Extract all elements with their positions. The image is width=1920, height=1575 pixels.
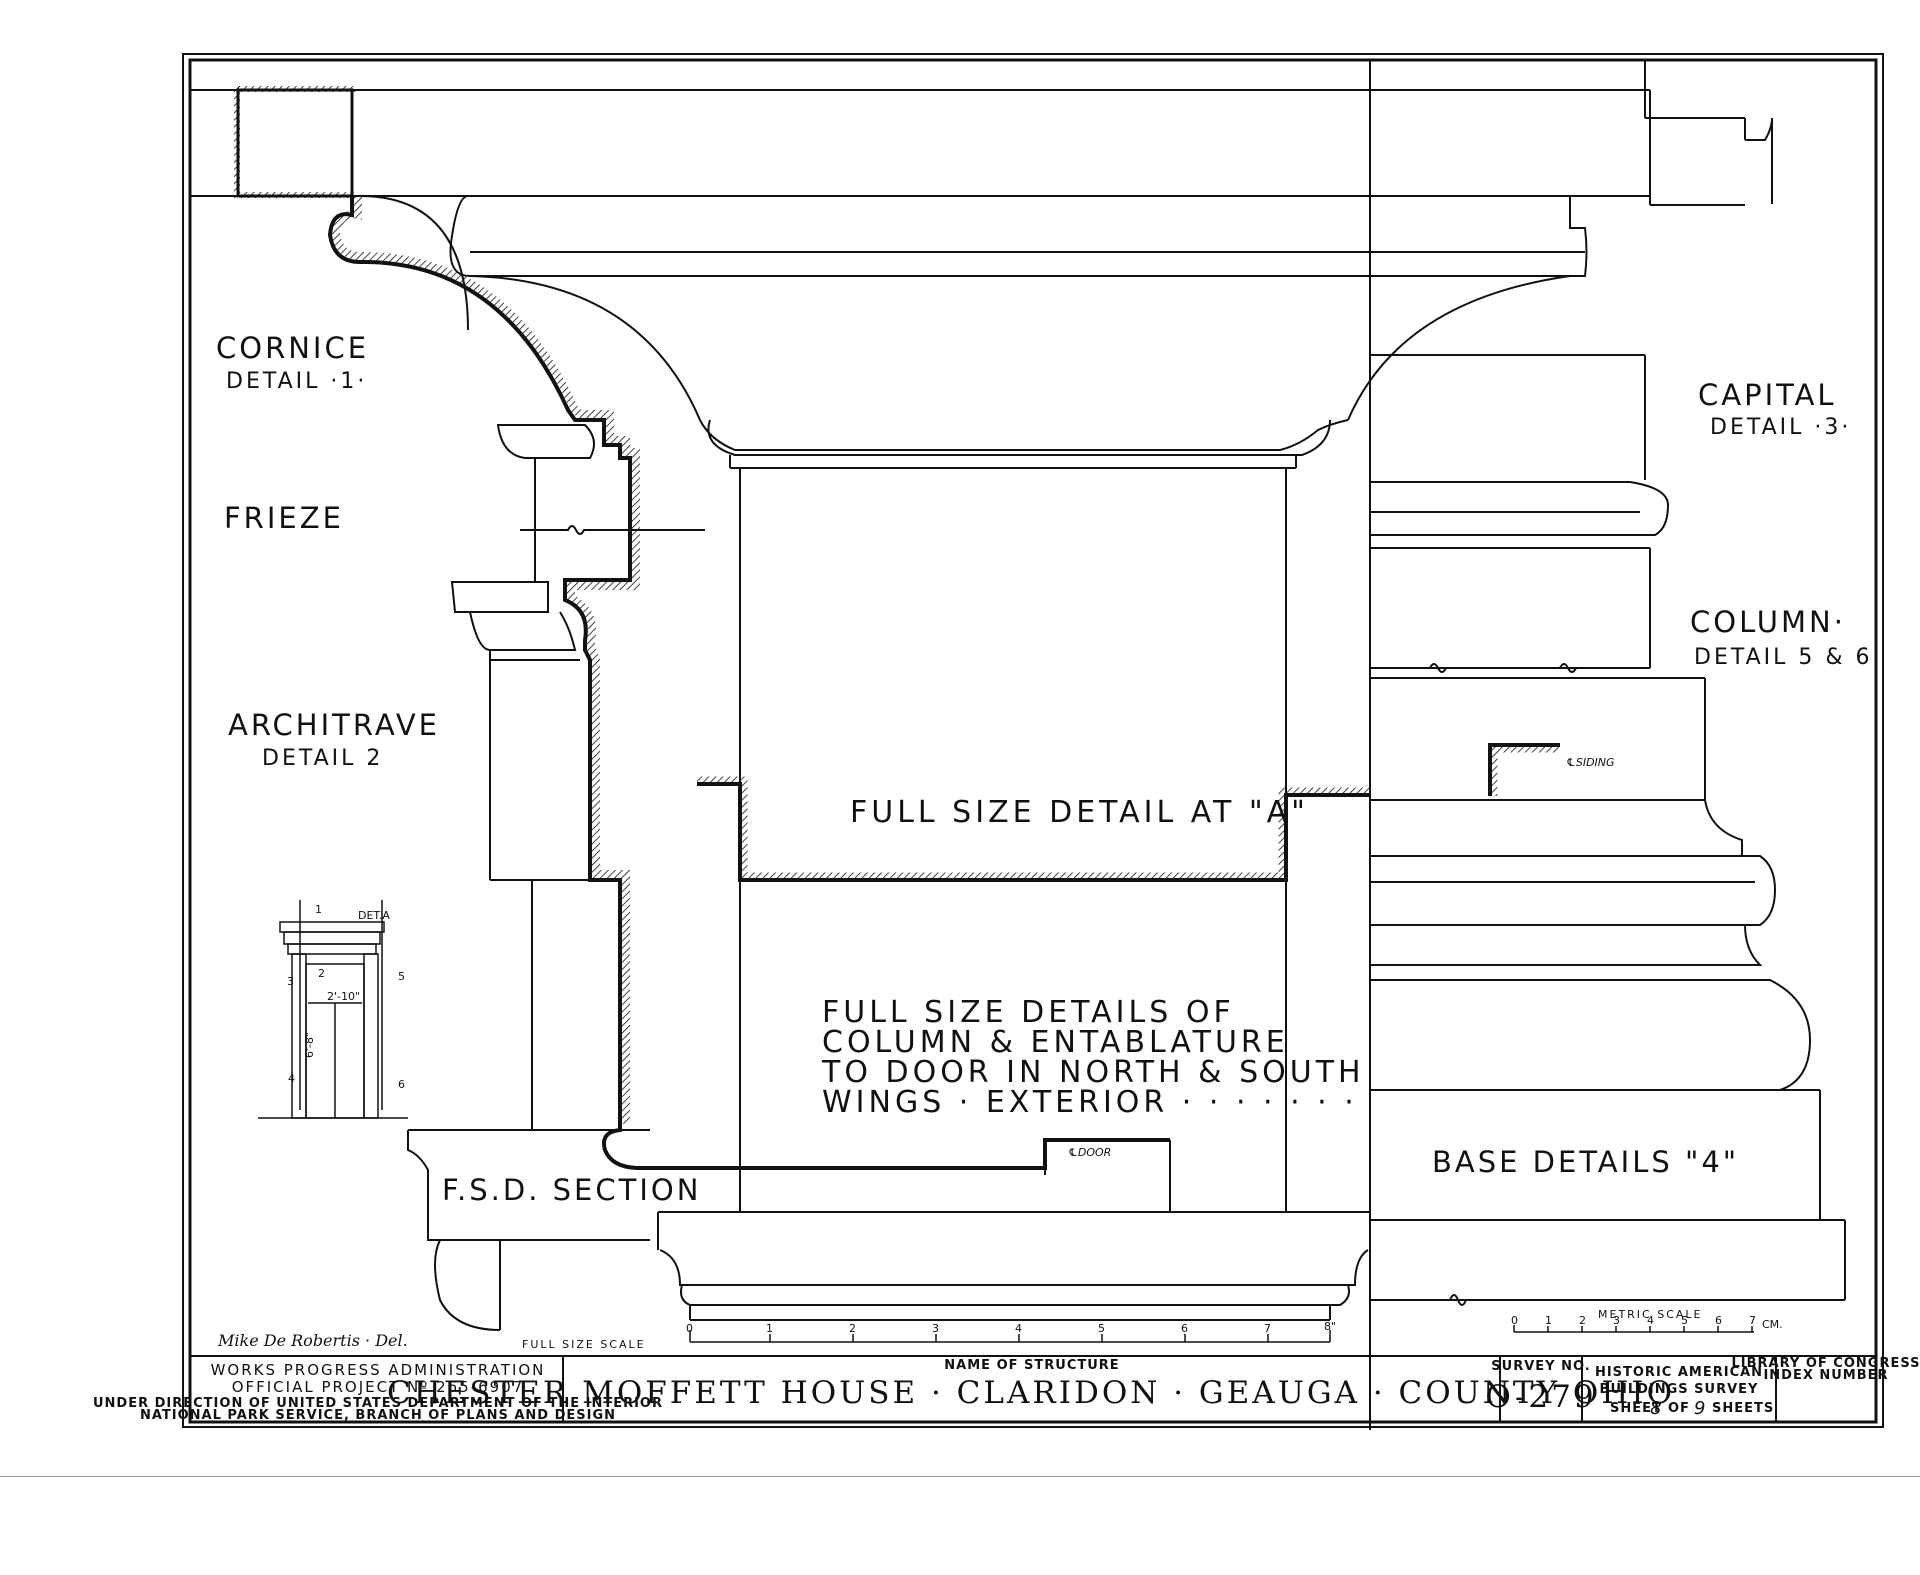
inner-border	[188, 58, 1878, 1424]
survey-no-label: SURVEY NO.	[1491, 1359, 1590, 1374]
main-note-line-2: COLUMN & ENTABLATURE	[822, 1025, 1289, 1060]
structure-name: CHESTER MOFFETT HOUSE · CLARIDON · GEAUG…	[387, 1375, 1675, 1411]
outer-border	[182, 53, 1884, 1428]
of-label: OF	[1668, 1401, 1690, 1416]
loc-line-2: INDEX NUMBER	[1763, 1368, 1888, 1383]
metric-cm: CM.	[1762, 1318, 1783, 1331]
inset-marker-2: 2	[318, 967, 325, 980]
label-cornice: CORNICE	[216, 331, 369, 365]
section-cuts	[234, 86, 1560, 1170]
label-frieze: FRIEZE	[224, 501, 344, 535]
full-size-scale: FULL SIZE SCALE 0 1 2 3 4 5 6 7 8"	[522, 1320, 1336, 1351]
metric-tick-7: 7	[1749, 1314, 1756, 1327]
metric-tick-6: 6	[1715, 1314, 1722, 1327]
inset-marker-5: 5	[398, 970, 405, 983]
label-capital-detail: DETAIL ·3·	[1710, 415, 1851, 440]
label-capital: CAPITAL	[1698, 378, 1837, 412]
full-scale-tick-6: 6	[1181, 1322, 1188, 1335]
label-siding: ℄SIDING	[1566, 756, 1615, 769]
metric-scale-label: METRIC SCALE	[1598, 1308, 1703, 1321]
metric-tick-4: 4	[1647, 1314, 1654, 1327]
sheets-label: SHEETS	[1712, 1401, 1774, 1416]
detail-labels: CORNICE DETAIL ·1· FRIEZE ARCHITRAVE DET…	[216, 331, 1873, 1350]
wpa-line-2: OFFICIAL PROJECT Nº 265-6907	[232, 1378, 525, 1396]
full-scale-tick-5: 5	[1098, 1322, 1105, 1335]
survey-no: O-279	[1485, 1379, 1596, 1415]
title-block	[190, 1355, 1876, 1422]
inset-marker-4: 4	[288, 1072, 295, 1085]
habs-line-1: HISTORIC AMERICAN	[1595, 1365, 1763, 1380]
loc-line-1: LIBRARY OF CONGRESS	[1732, 1356, 1920, 1371]
full-scale-tick-2: 2	[849, 1322, 856, 1335]
title-block-text: WORKS PROGRESS ADMINISTRATION OFFICIAL P…	[93, 1356, 1920, 1423]
label-column: COLUMN·	[1690, 605, 1846, 639]
metric-scale: METRIC SCALE 0 1 2 3 4 5 6 7 CM.	[1511, 1308, 1783, 1333]
full-scale-tick-7: 7	[1264, 1322, 1271, 1335]
metric-tick-5: 5	[1681, 1314, 1688, 1327]
main-note-line-1: FULL SIZE DETAILS OF	[822, 995, 1235, 1030]
label-base-details: BASE DETAILS "4"	[1432, 1145, 1739, 1179]
full-scale-tick-3: 3	[932, 1322, 939, 1335]
sheet-label: SHEET	[1610, 1401, 1662, 1416]
full-scale-tick-1: 1	[766, 1322, 773, 1335]
inset-marker-6: 6	[398, 1078, 405, 1091]
wpa-line-3: UNDER DIRECTION OF UNITED STATES DEPARTM…	[93, 1396, 663, 1411]
full-size-scale-label: FULL SIZE SCALE	[522, 1338, 646, 1351]
full-scale-tick-0: 0	[686, 1322, 693, 1335]
label-architrave: ARCHITRAVE	[228, 708, 440, 742]
profile-drawing	[190, 60, 1846, 1430]
label-full-size-detail-a: FULL SIZE DETAIL AT "A"	[850, 795, 1309, 830]
label-door: ℄DOOR	[1068, 1146, 1111, 1159]
inset-dim-height: 6'-8"	[303, 1032, 316, 1058]
door-elevation-inset	[258, 900, 408, 1119]
full-scale-tick-4: 4	[1015, 1322, 1022, 1335]
signature: Mike De Robertis · Del.	[217, 1331, 408, 1350]
sheet-no: 8	[1650, 1398, 1661, 1419]
metric-tick-3: 3	[1613, 1314, 1620, 1327]
metric-tick-2: 2	[1579, 1314, 1586, 1327]
main-note-line-3: TO DOOR IN NORTH & SOUTH	[821, 1055, 1365, 1090]
door-inset-labels: DET.A 2'-10" 6'-8" 1 2 3 4 5 6	[287, 903, 405, 1091]
metric-tick-0: 0	[1511, 1314, 1518, 1327]
metric-tick-1: 1	[1545, 1314, 1552, 1327]
label-architrave-detail: DETAIL 2	[262, 746, 383, 771]
label-cornice-detail: DETAIL ·1·	[226, 369, 367, 394]
main-note-line-4: WINGS · EXTERIOR · · · · · · ·	[822, 1085, 1358, 1120]
label-fsd-section: F.S.D. SECTION	[442, 1173, 701, 1207]
habs-line-2: BUILDINGS SURVEY	[1600, 1382, 1759, 1397]
full-scale-tick-8: 8"	[1324, 1320, 1336, 1333]
wpa-line-1: WORKS PROGRESS ADMINISTRATION	[211, 1361, 546, 1379]
name-of-structure-label: NAME OF STRUCTURE	[944, 1358, 1119, 1373]
inset-dim-width: 2'-10"	[327, 990, 360, 1003]
inset-marker-3: 3	[287, 975, 294, 988]
sheet-fold-line	[0, 1476, 1920, 1477]
label-column-detail: DETAIL 5 & 6	[1694, 645, 1873, 670]
sheet-total: 9	[1694, 1398, 1705, 1419]
inset-det-a: DET.A	[358, 909, 390, 922]
wpa-line-4: NATIONAL PARK SERVICE, BRANCH OF PLANS A…	[140, 1408, 616, 1423]
inset-marker-1: 1	[315, 903, 322, 916]
